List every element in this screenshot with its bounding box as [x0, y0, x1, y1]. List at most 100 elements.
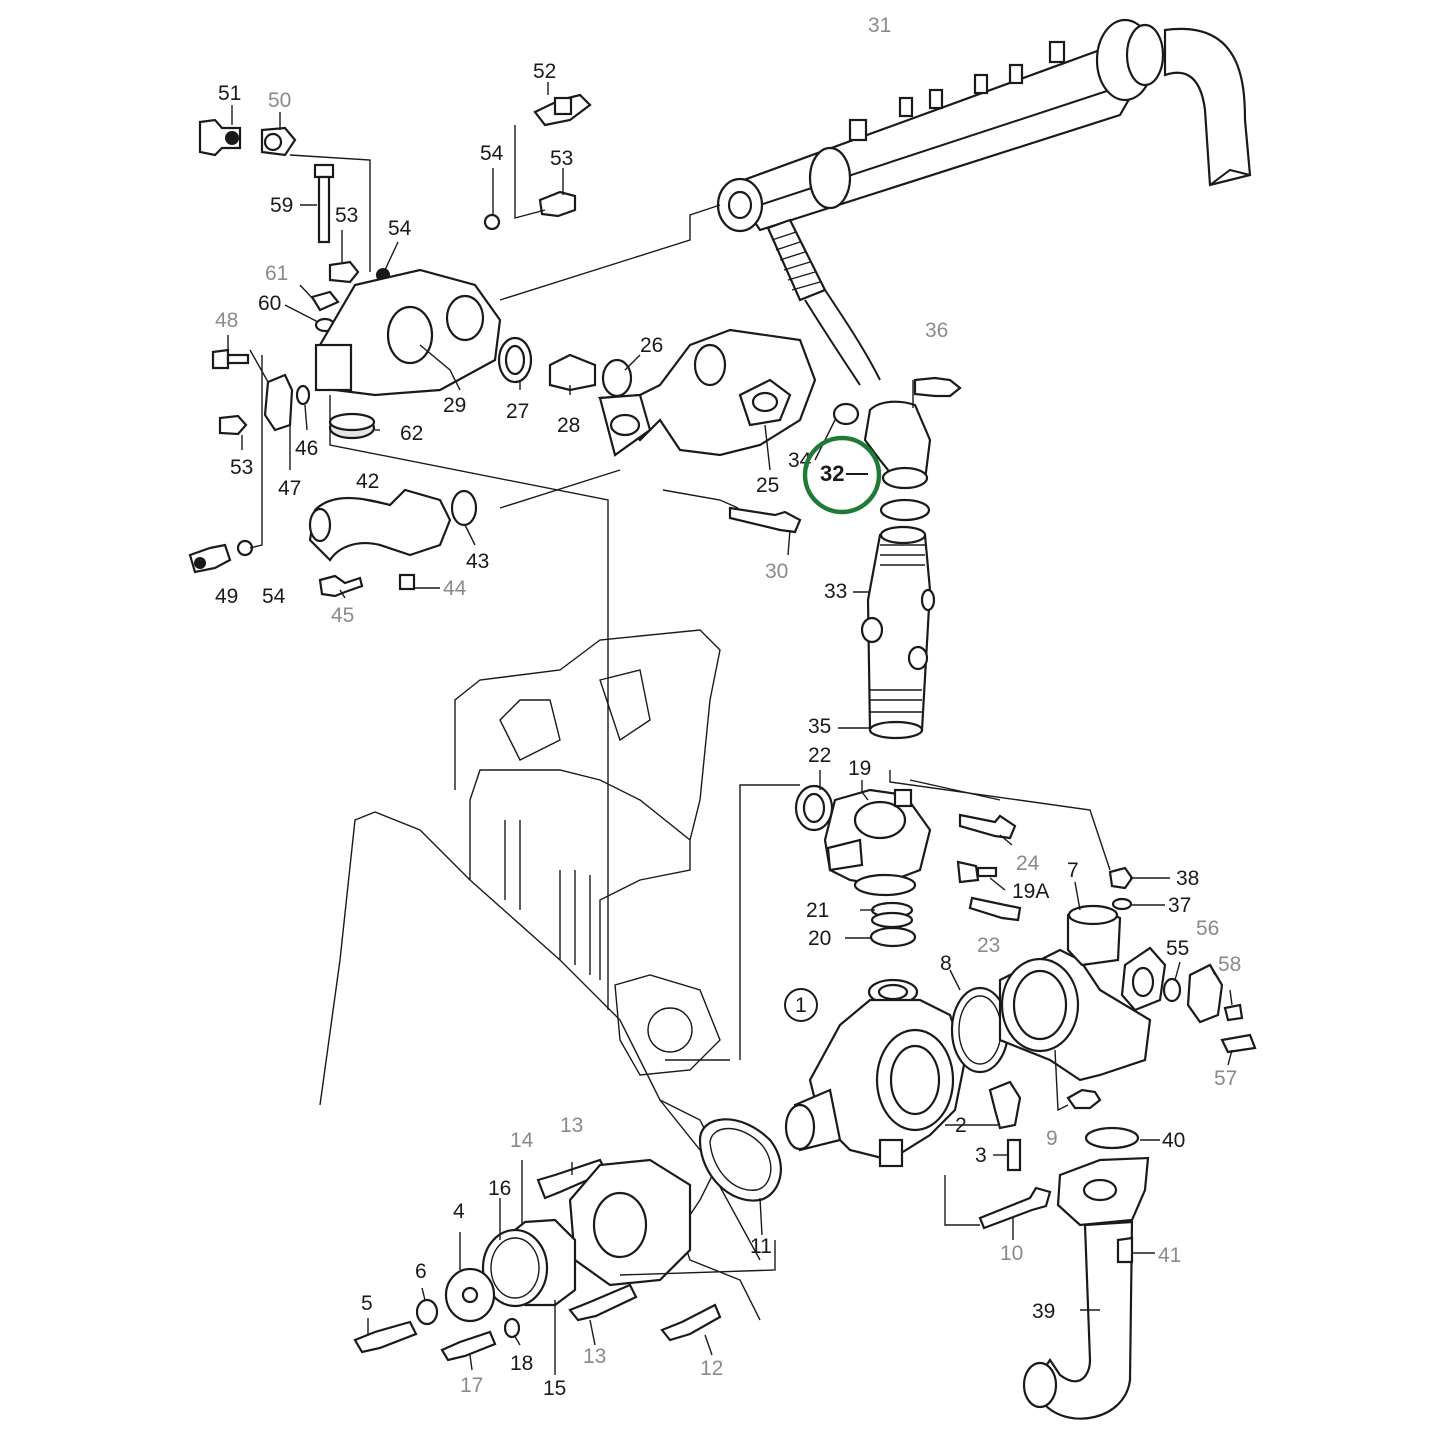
- bolt-9: [1066, 1088, 1102, 1110]
- pump-cover-7: [998, 904, 1152, 1082]
- housing-plate: [568, 1158, 692, 1287]
- bolt-12: [660, 1303, 722, 1342]
- label-6: 6: [415, 1260, 427, 1283]
- label-38: 38: [1176, 867, 1199, 890]
- corrugated-hose: [766, 218, 881, 386]
- label-48: 48: [215, 309, 238, 332]
- highlight-marker: 32: [802, 435, 882, 515]
- washer-46: [295, 384, 311, 406]
- label-5: 5: [361, 1292, 373, 1315]
- bolt-58: [1223, 1003, 1244, 1022]
- pipe-39: [1022, 1156, 1150, 1420]
- label-25: 25: [756, 474, 779, 497]
- label-15: 15: [543, 1377, 566, 1400]
- label-4: 4: [453, 1200, 465, 1223]
- pulley-4: [444, 1267, 496, 1323]
- label-47: 47: [278, 477, 301, 500]
- label-31: 31: [868, 14, 891, 37]
- label-3: 3: [975, 1144, 987, 1167]
- nipple-28: [548, 353, 597, 392]
- label-30: 30: [765, 560, 788, 583]
- o-ring-55: [1162, 977, 1182, 1003]
- label-19A: 19A: [1012, 880, 1049, 903]
- coolant-pipe-33: [860, 525, 936, 740]
- bolt-57: [1220, 1033, 1257, 1054]
- label-8: 8: [940, 952, 952, 975]
- o-ring-14: [481, 1228, 549, 1308]
- label-54-top: 54: [480, 142, 504, 165]
- label-22: 22: [808, 744, 831, 767]
- label-61: 61: [265, 262, 288, 285]
- label-26: 26: [640, 334, 663, 357]
- hose-42: [308, 488, 452, 562]
- label-50: 50: [268, 89, 291, 112]
- label-59: 59: [270, 194, 293, 217]
- bolt-17: [440, 1330, 497, 1362]
- label-53-mid: 53: [335, 204, 358, 227]
- bolt-19A: [956, 860, 998, 884]
- label-28: 28: [557, 414, 580, 437]
- fitting-53-top: [538, 190, 577, 218]
- bolt-5: [353, 1320, 418, 1354]
- label-58: 58: [1218, 953, 1241, 976]
- label-56: 56: [1196, 917, 1219, 940]
- label-49: 49: [215, 585, 238, 608]
- label-35: 35: [808, 715, 831, 738]
- label-17: 17: [460, 1374, 483, 1397]
- bolt-41: [1116, 1236, 1134, 1264]
- coolant-manifold-pipe: [716, 18, 1252, 233]
- label-2: 2: [955, 1114, 967, 1137]
- label-54-low: 54: [262, 585, 286, 608]
- nipple-3: [1006, 1138, 1022, 1172]
- label-55: 55: [1166, 937, 1189, 960]
- o-ring-26: [601, 358, 633, 398]
- stud-23: [968, 896, 1022, 922]
- label-54-mid: 54: [388, 217, 412, 240]
- label-21: 21: [806, 899, 829, 922]
- label-53-top: 53: [550, 147, 573, 170]
- label-13-top: 13: [560, 1114, 583, 1137]
- label-18: 18: [510, 1352, 533, 1375]
- label-62: 62: [400, 422, 423, 445]
- ring-34: [832, 402, 860, 426]
- fitting-49: [188, 543, 232, 574]
- seal-62: [328, 412, 376, 440]
- washer-18: [503, 1317, 521, 1339]
- circled-label-1-ring: [784, 988, 818, 1022]
- thermostat-housing-29: [314, 268, 502, 397]
- label-13-bottom: 13: [583, 1345, 606, 1368]
- gasket-11: [698, 1118, 782, 1202]
- fitting-50: [260, 126, 297, 157]
- gasket-56b: [1186, 963, 1224, 1024]
- label-60: 60: [258, 292, 281, 315]
- label-44: 44: [443, 577, 467, 600]
- label-36: 36: [925, 319, 948, 342]
- label-12: 12: [700, 1357, 723, 1380]
- label-57: 57: [1214, 1067, 1237, 1090]
- flange-56: [1120, 946, 1167, 1012]
- label-23: 23: [977, 934, 1000, 957]
- o-ring-20: [869, 926, 917, 948]
- bolt-53-left: [218, 414, 248, 436]
- label-16: 16: [488, 1177, 511, 1200]
- elbow-32: [863, 400, 932, 490]
- ring-35-top: [879, 498, 931, 522]
- part-labels: 51 50 52 54 53 59 53 54 61 60 48 31 26 3…: [215, 14, 1241, 1400]
- label-51: 51: [218, 82, 241, 105]
- label-29: 29: [443, 394, 466, 417]
- fitting-2: [988, 1080, 1022, 1130]
- label-43: 43: [466, 550, 489, 573]
- bolt-36: [913, 376, 962, 398]
- label-33: 33: [824, 580, 847, 603]
- manifold-connector-25: [597, 328, 817, 457]
- highlight-ring: [802, 435, 882, 515]
- water-pump-body: [784, 998, 967, 1168]
- washer-37: [1111, 897, 1133, 911]
- highlight-label-32: 32: [820, 461, 844, 486]
- washer-6: [415, 1298, 439, 1326]
- bolt-48: [211, 348, 250, 370]
- label-52: 52: [533, 60, 556, 83]
- o-ring-22: [794, 784, 834, 832]
- bolt-59: [313, 163, 335, 244]
- label-11: 11: [750, 1235, 772, 1258]
